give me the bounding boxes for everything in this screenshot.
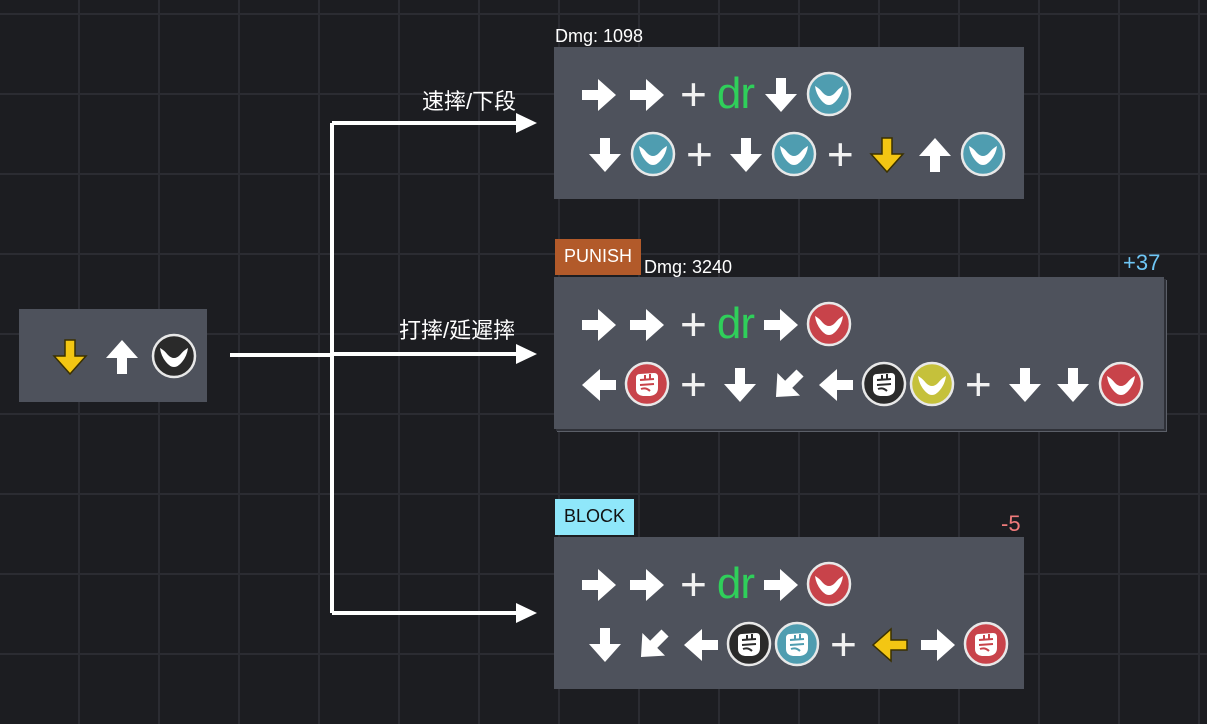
arrow-down-icon (582, 131, 628, 177)
combo-row-1-0: +dr (576, 299, 852, 349)
plus-sign: + (830, 618, 857, 670)
start-node-icons (47, 331, 197, 381)
kick-blue-icon (630, 131, 676, 177)
arrow-down-icon (723, 131, 769, 177)
plus-sign: + (686, 128, 713, 180)
arrow-right-icon (576, 301, 622, 347)
combo-row-0-0: +dr (576, 69, 852, 119)
kick-red-icon (806, 561, 852, 607)
drive-rush-label: dr (716, 559, 755, 608)
arrow-down-icon (717, 361, 763, 407)
arrow-down-left-icon (765, 361, 811, 407)
drive-rush-label: dr (716, 299, 755, 348)
frame-advantage-2: -5 (1001, 511, 1021, 536)
punish-tag: PUNISH (555, 239, 642, 275)
kick-blue-icon (806, 71, 852, 117)
arrow-right-icon (758, 561, 804, 607)
arrow-up-icon (912, 131, 958, 177)
combo-row-0-1: ++ (582, 129, 1006, 179)
arrow-left-yellow-icon (867, 621, 913, 667)
arrow-down-yellow-icon (864, 131, 910, 177)
arrowhead-top (516, 113, 537, 133)
branch-label-0: 速摔/下段 (422, 89, 517, 114)
punch-red-icon (624, 361, 670, 407)
combo-box-2[interactable]: +dr + (554, 537, 1024, 689)
frame-advantage-1: +37 (1123, 250, 1161, 275)
combo-row-2-1: + (582, 619, 1009, 669)
combo-box-0[interactable]: +dr ++ (554, 47, 1024, 199)
arrow-down-icon (758, 71, 804, 117)
arrow-right-icon (624, 71, 670, 117)
combo-row-2-0: +dr (576, 559, 852, 609)
combo-box-1[interactable]: +dr ++ (554, 277, 1164, 429)
arrow-left-icon (678, 621, 724, 667)
combo-row-1-1: ++ (576, 359, 1144, 409)
arrow-down-yellow-icon (47, 333, 93, 379)
kick-blue-icon (960, 131, 1006, 177)
kick-red-icon (806, 301, 852, 347)
punch-black-icon (861, 361, 907, 407)
arrow-left-icon (576, 361, 622, 407)
arrow-down-icon (582, 621, 628, 667)
arrow-down-left-icon (630, 621, 676, 667)
arrow-right-icon (624, 561, 670, 607)
start-node[interactable] (19, 309, 207, 402)
kick-yellow-icon (909, 361, 955, 407)
arrow-left-icon (813, 361, 859, 407)
plus-sign: + (680, 298, 707, 350)
arrow-right-icon (758, 301, 804, 347)
kick-black-icon (151, 333, 197, 379)
punch-red-icon (963, 621, 1009, 667)
kick-blue-icon (771, 131, 817, 177)
arrow-right-icon (915, 621, 961, 667)
arrow-right-icon (576, 71, 622, 117)
arrowhead-bottom (516, 603, 537, 623)
plus-sign: + (680, 558, 707, 610)
drive-rush-label: dr (716, 69, 755, 118)
plus-sign: + (680, 358, 707, 410)
plus-sign: + (680, 68, 707, 120)
punch-black-icon (726, 621, 772, 667)
arrowhead-middle (516, 344, 537, 364)
block-tag: BLOCK (555, 499, 635, 535)
kick-red-icon (1098, 361, 1144, 407)
plus-sign: + (826, 128, 854, 180)
punch-blue-icon (774, 621, 820, 667)
arrow-down-icon (1050, 361, 1096, 407)
damage-text-0: Dmg: 1098 (555, 26, 644, 46)
damage-text-1: Dmg: 3240 (644, 257, 733, 277)
plus-sign: + (964, 358, 992, 410)
arrow-right-icon (624, 301, 670, 347)
branch-label-1: 打摔/延遲摔 (399, 318, 516, 343)
arrow-up-icon (99, 333, 145, 379)
arrow-right-icon (576, 561, 622, 607)
arrow-down-icon (1002, 361, 1048, 407)
